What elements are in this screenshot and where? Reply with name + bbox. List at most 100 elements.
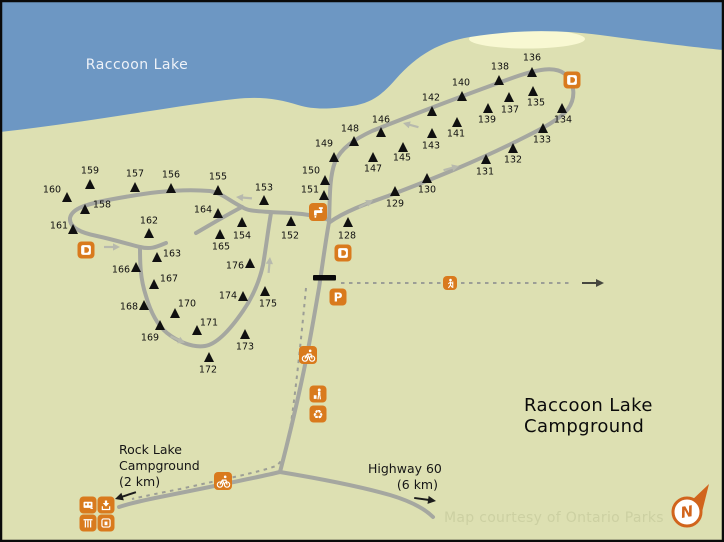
rock-lake-direction-label: Rock Lake Campground (2 km) bbox=[119, 442, 200, 490]
campsite-number: 137 bbox=[500, 104, 520, 116]
campsite-number: 176 bbox=[225, 260, 245, 272]
campsite-marker bbox=[328, 152, 339, 162]
campsite-number: 168 bbox=[119, 301, 139, 313]
campsite-number: 161 bbox=[49, 220, 69, 232]
campsite-number: 174 bbox=[218, 290, 238, 302]
campsite-number: 159 bbox=[80, 165, 100, 177]
campsite-number: 154 bbox=[232, 230, 252, 242]
rock-lake-line3: (2 km) bbox=[119, 474, 161, 489]
campsite-marker bbox=[556, 103, 567, 113]
privy-icon bbox=[334, 244, 352, 262]
campsite-number: 155 bbox=[208, 171, 228, 183]
campsite-number: 135 bbox=[526, 97, 546, 109]
campsite-marker bbox=[79, 204, 90, 214]
self-registration-icon bbox=[97, 496, 115, 514]
campsite-marker bbox=[258, 195, 269, 205]
campsite-marker bbox=[212, 208, 223, 218]
campsite-marker bbox=[67, 224, 78, 234]
privy-icon bbox=[563, 71, 581, 89]
campsite-marker bbox=[318, 190, 329, 200]
campsite-marker bbox=[154, 320, 165, 330]
telephone-icon bbox=[97, 514, 115, 532]
campsite-number: 156 bbox=[161, 169, 181, 181]
campsite-number: 162 bbox=[139, 215, 159, 227]
campsite-marker bbox=[503, 92, 514, 102]
campsite-marker bbox=[493, 75, 504, 85]
campsite-number: 157 bbox=[125, 168, 145, 180]
parking-letter: P bbox=[333, 290, 343, 304]
campsite-number: 133 bbox=[532, 134, 552, 146]
campsite-marker bbox=[319, 175, 330, 185]
campsite-marker bbox=[451, 117, 462, 127]
campsite-marker bbox=[348, 136, 359, 146]
campsite-marker bbox=[84, 179, 95, 189]
highway-direction-label: Highway 60 (6 km) bbox=[368, 461, 442, 493]
campsite-number: 147 bbox=[363, 163, 383, 175]
park-office-icon bbox=[79, 496, 97, 514]
campsite-marker bbox=[61, 192, 72, 202]
recycling-icon: ♻ bbox=[309, 405, 327, 423]
campsite-marker bbox=[143, 228, 154, 238]
map-title-line1: Raccoon Lake bbox=[524, 395, 653, 416]
campsite-number: 160 bbox=[42, 184, 62, 196]
campsite-number: 128 bbox=[337, 230, 357, 242]
lake-name-label: Raccoon Lake bbox=[85, 57, 189, 73]
campsite-marker bbox=[480, 154, 491, 164]
campsite-number: 136 bbox=[522, 52, 542, 64]
highway-line2: (6 km) bbox=[396, 477, 438, 492]
rock-lake-line1: Rock Lake bbox=[119, 442, 182, 457]
compass-north-letter: N bbox=[679, 502, 695, 522]
map-title: Raccoon Lake Campground bbox=[524, 395, 653, 437]
highway-line1: Highway 60 bbox=[368, 461, 442, 476]
privy-icon bbox=[77, 241, 95, 259]
lake-area bbox=[0, 0, 724, 132]
campsite-number: 175 bbox=[258, 298, 278, 310]
gate-bar bbox=[313, 275, 336, 281]
campsite-marker bbox=[285, 216, 296, 226]
campsite-marker bbox=[237, 291, 248, 301]
campsite-number: 151 bbox=[300, 184, 320, 196]
campsite-number: 171 bbox=[199, 317, 219, 329]
campsite-marker bbox=[367, 152, 378, 162]
campsite-number: 143 bbox=[421, 140, 441, 152]
campsite-number: 148 bbox=[340, 123, 360, 135]
campsite-number: 172 bbox=[198, 364, 218, 376]
lower-campsite-loop bbox=[138, 211, 273, 349]
garbage-icon bbox=[309, 385, 327, 403]
campsite-number: 129 bbox=[385, 198, 405, 210]
campsite-number: 169 bbox=[140, 332, 160, 344]
parking-icon: P bbox=[329, 288, 347, 306]
campsite-marker bbox=[169, 308, 180, 318]
west-spur-road bbox=[194, 205, 244, 235]
rock-lake-line2: Campground bbox=[119, 458, 200, 473]
campsite-marker bbox=[537, 123, 548, 133]
campsite-number: 167 bbox=[159, 273, 179, 285]
campsite-number: 145 bbox=[392, 152, 412, 164]
campsite-marker bbox=[236, 217, 247, 227]
beach-area bbox=[469, 29, 585, 49]
cycling-icon bbox=[214, 472, 232, 490]
campsite-marker bbox=[426, 128, 437, 138]
credit-text: Map courtesy of Ontario Parks bbox=[444, 510, 664, 526]
campsite-marker bbox=[426, 106, 437, 116]
campsite-number: 163 bbox=[162, 248, 182, 260]
campsite-number: 134 bbox=[553, 114, 573, 126]
campsite-number: 149 bbox=[314, 138, 334, 150]
campsite-marker bbox=[129, 182, 140, 192]
campsite-number: 131 bbox=[475, 166, 495, 178]
comfort-station-icon bbox=[79, 514, 97, 532]
campsite-marker bbox=[482, 103, 493, 113]
campsite-number: 158 bbox=[92, 199, 112, 211]
cycling-icon bbox=[299, 346, 317, 364]
walking-trail-south bbox=[131, 287, 307, 500]
campsite-marker bbox=[239, 329, 250, 339]
campsite-number: 170 bbox=[177, 298, 197, 310]
campsite-number: 164 bbox=[193, 204, 213, 216]
campsite-number: 150 bbox=[301, 165, 321, 177]
map-title-line2: Campground bbox=[524, 416, 645, 437]
campsite-number: 141 bbox=[446, 128, 466, 140]
campsite-marker bbox=[526, 67, 537, 77]
